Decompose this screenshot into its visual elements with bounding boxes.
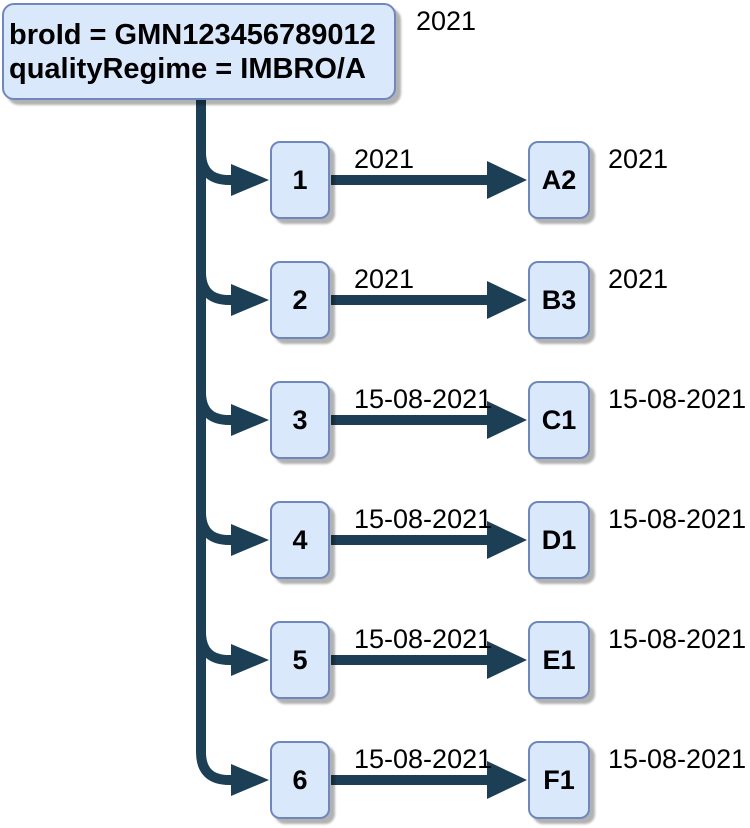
tube-node[interactable]: C1: [528, 381, 590, 459]
edge-date-label: 2021: [354, 264, 415, 294]
node-date-label: 2021: [608, 264, 669, 294]
tube-node-label: E1: [542, 644, 576, 675]
root-node-line1: broId = GMN123456789012: [9, 18, 376, 51]
step-node[interactable]: 6: [270, 741, 330, 819]
step-node-label: 6: [292, 764, 308, 795]
tube-node[interactable]: A2: [528, 141, 590, 219]
tube-node[interactable]: F1: [528, 741, 590, 819]
step-node-label: 3: [292, 404, 308, 435]
tube-node-label: F1: [543, 764, 575, 795]
step-node-label: 2: [292, 284, 308, 315]
root-node[interactable]: broId = GMN123456789012 qualityRegime = …: [2, 3, 396, 100]
node-date-label: 2021: [608, 144, 669, 174]
tube-node-label: C1: [541, 404, 577, 435]
node-date-label: 15-08-2021: [608, 384, 747, 414]
node-date-label: 15-08-2021: [608, 504, 747, 534]
step-node-label: 5: [292, 644, 308, 675]
step-node[interactable]: 5: [270, 621, 330, 699]
edge-date-label: 15-08-2021: [354, 504, 493, 534]
tube-node-label: B3: [541, 284, 577, 315]
node-date-label: 15-08-2021: [608, 624, 747, 654]
tube-node-label: D1: [541, 524, 577, 555]
step-node[interactable]: 2: [270, 261, 330, 339]
root-date-label: 2021: [416, 6, 477, 36]
step-node-label: 4: [292, 524, 308, 555]
tube-node[interactable]: B3: [528, 261, 590, 339]
node-date-label: 15-08-2021: [608, 744, 747, 774]
step-node[interactable]: 3: [270, 381, 330, 459]
edge-date-label: 15-08-2021: [354, 384, 493, 414]
edge-date-label: 15-08-2021: [354, 624, 493, 654]
root-node-line2: qualityRegime = IMBRO/A: [9, 52, 366, 85]
step-node[interactable]: 4: [270, 501, 330, 579]
edge-date-label: 15-08-2021: [354, 744, 493, 774]
step-node-label: 1: [292, 164, 308, 195]
tube-node-label: A2: [541, 164, 577, 195]
edge-date-label: 2021: [354, 144, 415, 174]
tube-node[interactable]: E1: [528, 621, 590, 699]
tube-node[interactable]: D1: [528, 501, 590, 579]
step-node[interactable]: 1: [270, 141, 330, 219]
